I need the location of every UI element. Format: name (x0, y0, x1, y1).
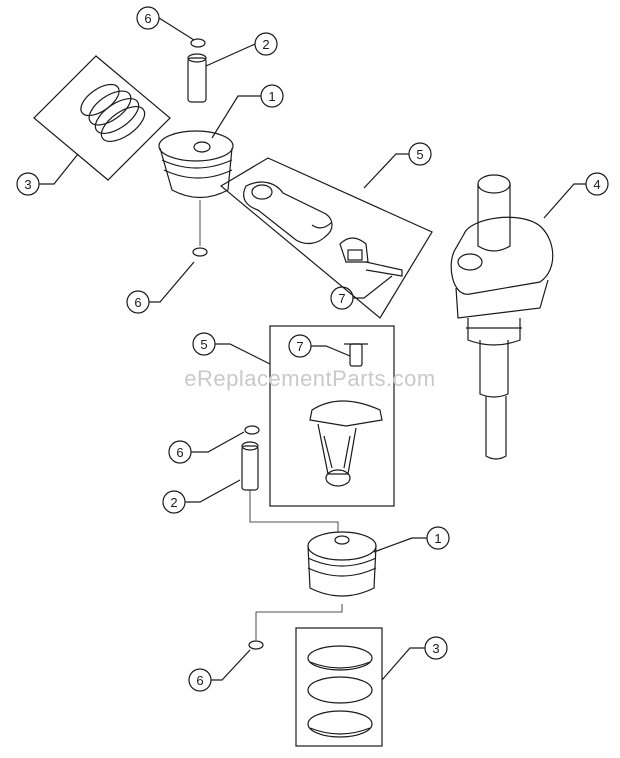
callout-1-bottom: 1 (373, 526, 450, 553)
callout-label: 1 (268, 89, 275, 104)
callout-label: 6 (144, 11, 151, 26)
piston-bottom (307, 531, 377, 597)
callout-label: 6 (176, 445, 183, 460)
callout-label: 7 (296, 339, 303, 354)
callout-label: 5 (416, 147, 423, 162)
retainer-clip-top-b (192, 247, 208, 257)
retainer-clip-bottom (248, 640, 264, 650)
piston-pin-bottom (241, 441, 259, 491)
callout-7-bottom: 7 (288, 334, 351, 358)
leader-piston-rings (255, 604, 343, 640)
callout-6-b: 6 (126, 261, 195, 314)
retainer-clip-top-a (190, 38, 206, 48)
crankshaft (450, 174, 554, 460)
callout-5-bottom: 5 (192, 332, 271, 365)
callout-6-c: 6 (168, 431, 245, 464)
callout-1-top: 1 (211, 84, 284, 139)
callout-label: 6 (134, 295, 141, 310)
callout-label: 4 (593, 177, 600, 192)
callout-7-top: 7 (330, 275, 393, 310)
callout-label: 3 (432, 641, 439, 656)
piston-pin-top (187, 53, 207, 103)
connecting-rod-box-top (219, 157, 433, 319)
callout-3-bottom: 3 (381, 636, 448, 681)
callout-2-bottom: 2 (162, 479, 241, 514)
callout-4: 4 (543, 172, 609, 219)
retainer-clip-mid (244, 425, 260, 435)
piston-ring-set-bottom (295, 627, 383, 747)
callout-5-top: 5 (363, 142, 432, 189)
callout-label: 1 (434, 531, 441, 546)
leader-pin-piston (249, 490, 339, 532)
callout-label: 2 (262, 37, 269, 52)
callout-label: 6 (196, 673, 203, 688)
callout-label: 7 (338, 291, 345, 306)
callout-6-a: 6 (136, 6, 195, 41)
callout-6-d: 6 (188, 649, 251, 692)
piston-top (158, 130, 234, 199)
callout-2-top: 2 (205, 32, 278, 67)
callout-3-top: 3 (16, 153, 79, 196)
callout-label: 3 (24, 177, 31, 192)
callout-label: 5 (200, 337, 207, 352)
piston-ring-set-top (33, 55, 171, 181)
callout-label: 2 (170, 495, 177, 510)
connecting-rod-box-bottom (269, 325, 395, 507)
